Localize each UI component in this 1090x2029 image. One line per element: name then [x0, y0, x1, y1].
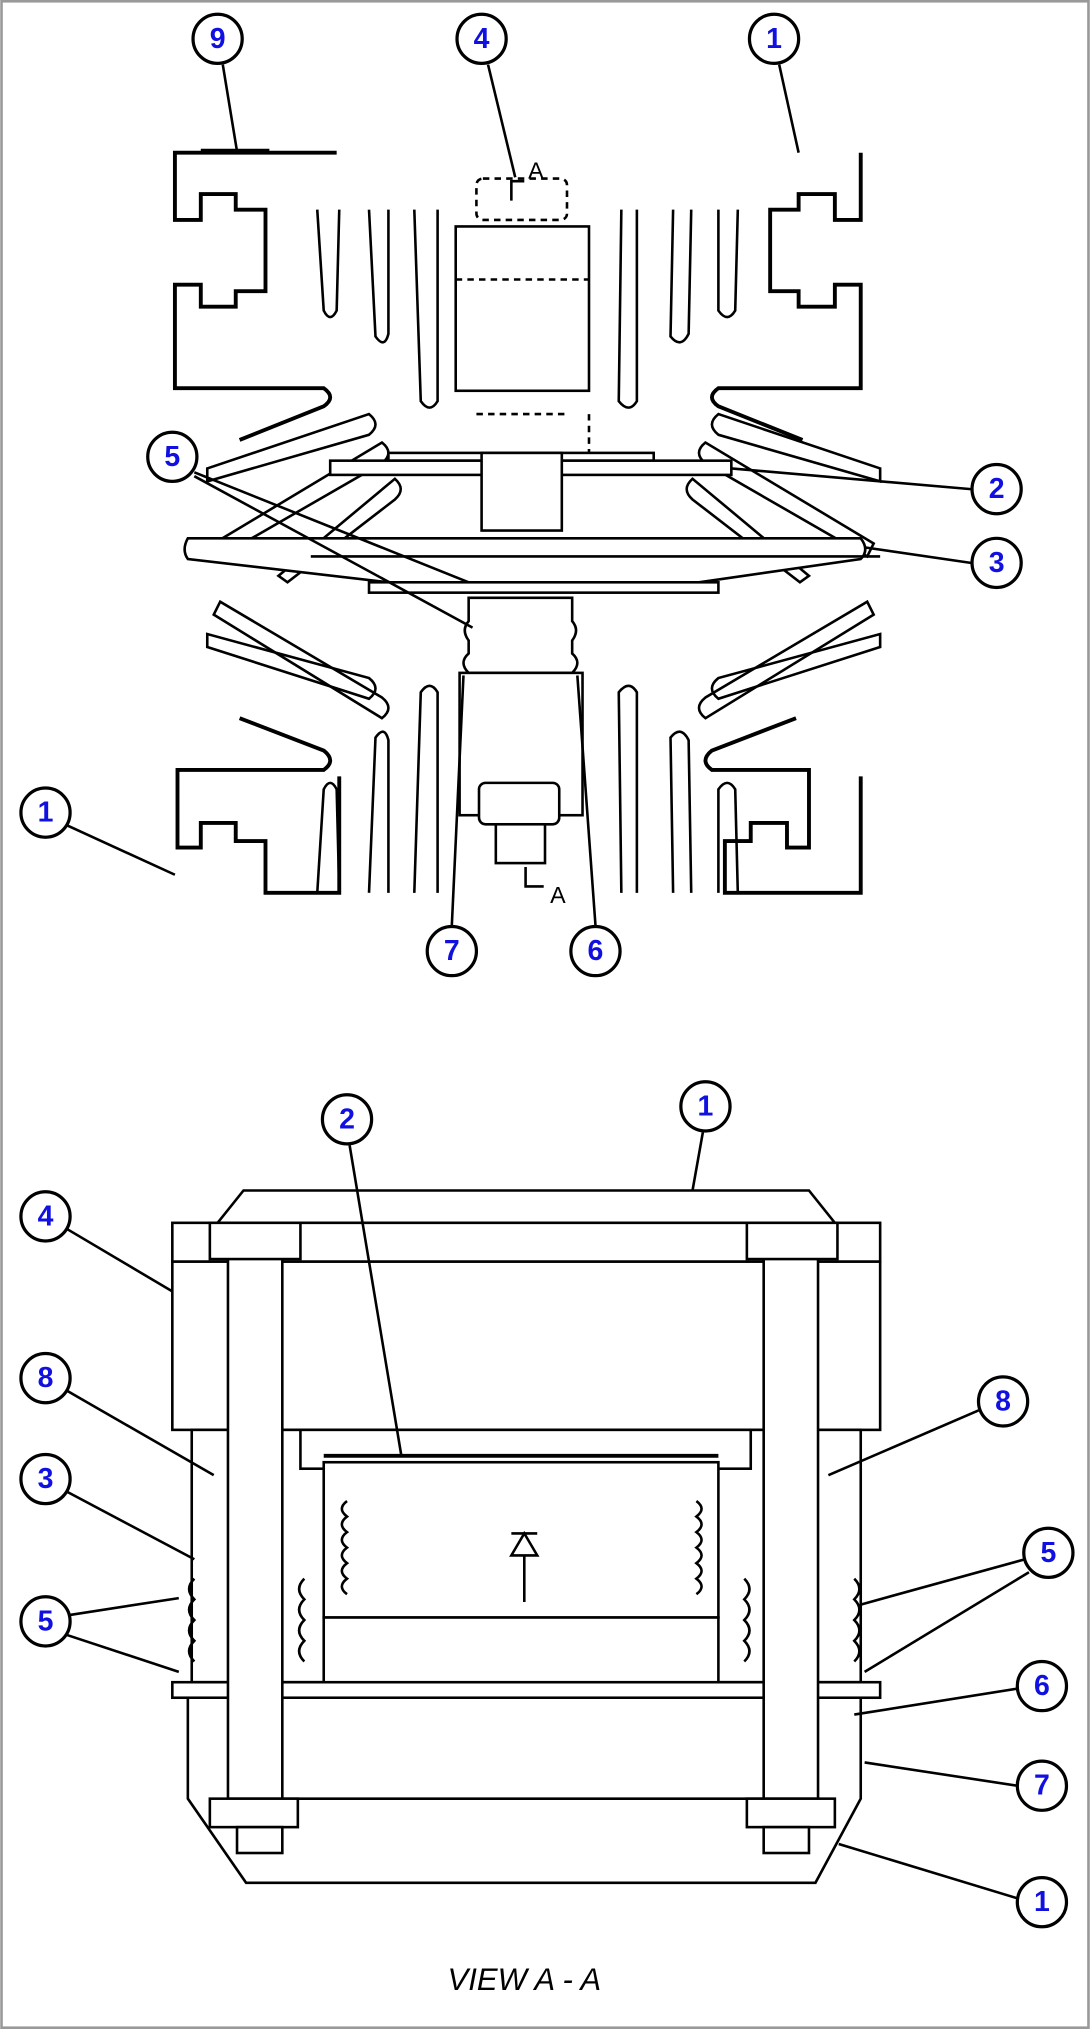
- device-body: [454, 225, 591, 393]
- callout-6: 6: [1015, 1659, 1069, 1713]
- section-view: 2 1 4 8 3 8 5 5 6 7 1 VIEW A - A: [19, 1080, 1075, 1997]
- callout-6: 6: [569, 924, 622, 978]
- top-heatsink-cap: [214, 1189, 838, 1225]
- callout-2: 2: [320, 1093, 374, 1146]
- svg-text:8: 8: [38, 1362, 54, 1394]
- belleville-right: [852, 1577, 861, 1663]
- lower-block: [322, 1616, 720, 1687]
- spring-left: [340, 1500, 350, 1596]
- callout-1: 1: [1015, 1875, 1069, 1929]
- svg-text:2: 2: [989, 473, 1005, 505]
- svg-text:1: 1: [38, 797, 54, 829]
- heatsink-bracket-bl: [175, 716, 342, 895]
- stud: [494, 822, 547, 865]
- svg-text:5: 5: [38, 1605, 54, 1637]
- leader-lines-section: [64, 1132, 1030, 1900]
- svg-text:3: 3: [38, 1463, 54, 1495]
- svg-text:8: 8: [995, 1385, 1011, 1417]
- callout-5: 5: [19, 1595, 72, 1648]
- bolt-head-right: [745, 1221, 839, 1261]
- bolt-head-left: [208, 1221, 302, 1261]
- svg-text:2: 2: [339, 1103, 355, 1135]
- callout-5: 5: [146, 430, 199, 483]
- svg-text:7: 7: [444, 935, 460, 967]
- belleville-left: [187, 1577, 197, 1663]
- heatsink-bracket-tr: [710, 152, 863, 442]
- svg-text:9: 9: [210, 23, 226, 55]
- callout-5: 5: [1022, 1526, 1075, 1580]
- callout-3: 3: [970, 536, 1023, 590]
- top-view: A A 9 4 1 5 2 3 1 7 6: [19, 12, 1023, 978]
- stud-left: [235, 1825, 284, 1855]
- callout-3: 3: [19, 1452, 72, 1506]
- stud-right: [762, 1825, 811, 1855]
- callout-8: 8: [19, 1351, 72, 1405]
- callout-4: 4: [455, 12, 508, 66]
- section-label-top: A: [528, 158, 544, 184]
- svg-text:5: 5: [1040, 1537, 1056, 1569]
- belleville-left-inner: [297, 1577, 307, 1663]
- callout-9: 9: [191, 12, 244, 66]
- spring-stack: [462, 596, 579, 675]
- washer: [367, 581, 720, 594]
- callout-1: 1: [747, 12, 801, 66]
- callout-7: 7: [1015, 1759, 1069, 1812]
- center-post: [480, 451, 564, 532]
- svg-text:4: 4: [38, 1200, 54, 1232]
- view-caption: VIEW A - A: [448, 1962, 602, 1997]
- callout-1: 1: [19, 786, 72, 839]
- svg-text:5: 5: [164, 441, 180, 473]
- callout-8: 8: [976, 1375, 1030, 1428]
- section-label-bottom: A: [550, 882, 566, 908]
- belleville-right-inner: [742, 1577, 751, 1663]
- svg-text:1: 1: [766, 23, 782, 55]
- callout-4: 4: [19, 1190, 72, 1243]
- spring-right: [694, 1500, 703, 1596]
- bottom-heatsink: [186, 1696, 863, 1885]
- section-arrow-top: [510, 179, 525, 201]
- bolt-right: [762, 1253, 820, 1800]
- svg-text:3: 3: [989, 547, 1005, 579]
- svg-text:6: 6: [1034, 1670, 1050, 1702]
- svg-text:1: 1: [698, 1090, 714, 1122]
- housing-upper: [171, 1260, 882, 1432]
- leader-lines-top: [66, 64, 971, 926]
- section-arrow-bottom: [524, 866, 544, 888]
- svg-text:1: 1: [1034, 1886, 1050, 1918]
- nut: [477, 781, 561, 826]
- callout-2: 2: [970, 462, 1023, 516]
- svg-text:7: 7: [1034, 1770, 1050, 1802]
- hidden-nut: [475, 177, 569, 222]
- callout-7: 7: [425, 924, 479, 978]
- heatsink-bracket-tl: [172, 150, 337, 442]
- svg-text:4: 4: [474, 23, 490, 55]
- bolt-left: [226, 1253, 284, 1800]
- svg-text:6: 6: [588, 935, 604, 967]
- callout-1: 1: [679, 1080, 732, 1133]
- nut-left: [208, 1797, 300, 1829]
- nut-right: [745, 1797, 837, 1829]
